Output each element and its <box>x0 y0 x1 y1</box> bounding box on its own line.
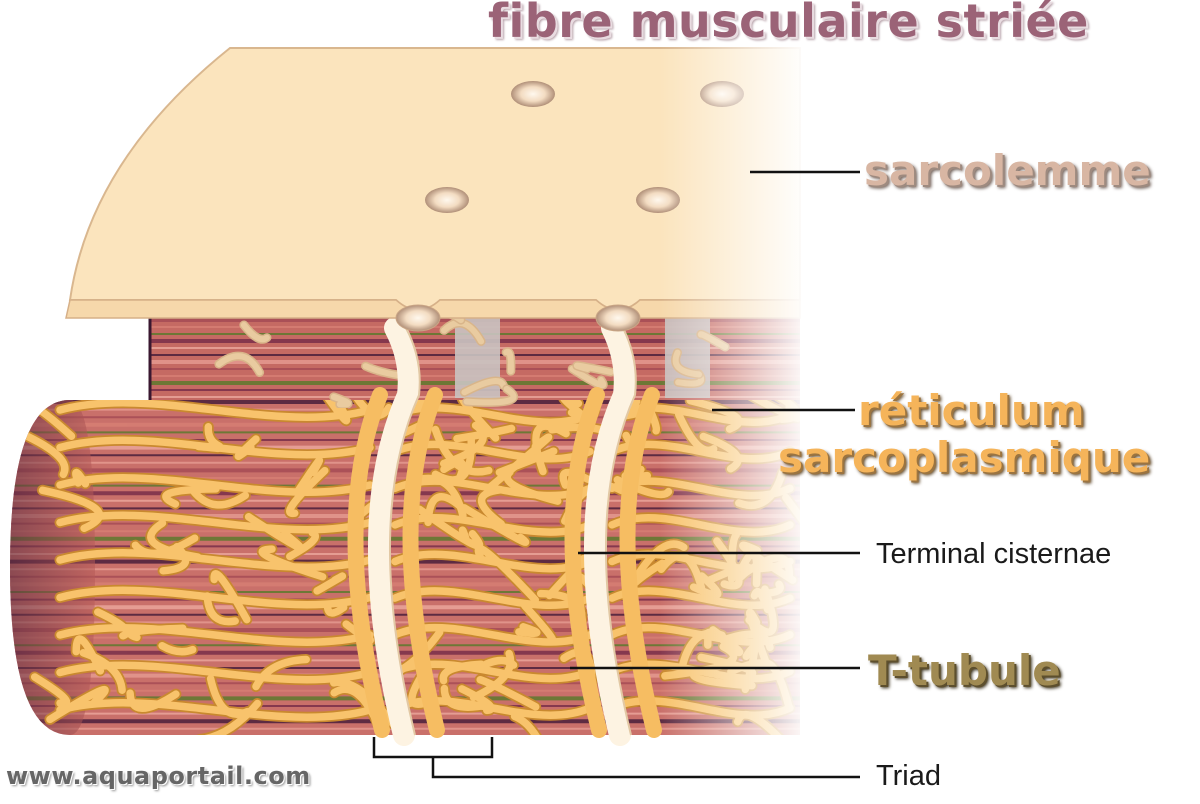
t-tubule-opening <box>395 304 441 332</box>
t-tubule-bands <box>367 317 637 746</box>
label-reticulum-line2: sarcoplasmique <box>778 433 1151 482</box>
triad-leader <box>431 757 860 779</box>
t-tubule-opening <box>425 187 469 213</box>
label-terminal-cisternae: Terminal cisternae <box>876 538 1112 570</box>
label-triad: Triad <box>876 760 941 792</box>
t-tubule-opening <box>511 81 555 107</box>
edge-fade <box>660 40 810 750</box>
label-t-tubule: T-tubule <box>868 646 1061 695</box>
label-sarcolemme: sarcolemme <box>864 146 1151 195</box>
leader-lines <box>372 170 860 779</box>
watermark: www.aquaportail.com <box>6 762 311 790</box>
t-tubule-opening <box>595 304 641 332</box>
label-reticulum-line1: réticulum <box>858 386 1085 435</box>
diagram-title: fibre musculaire striée <box>488 0 1089 48</box>
triad-bracket <box>372 737 494 759</box>
terminal-cisternae <box>347 387 662 738</box>
